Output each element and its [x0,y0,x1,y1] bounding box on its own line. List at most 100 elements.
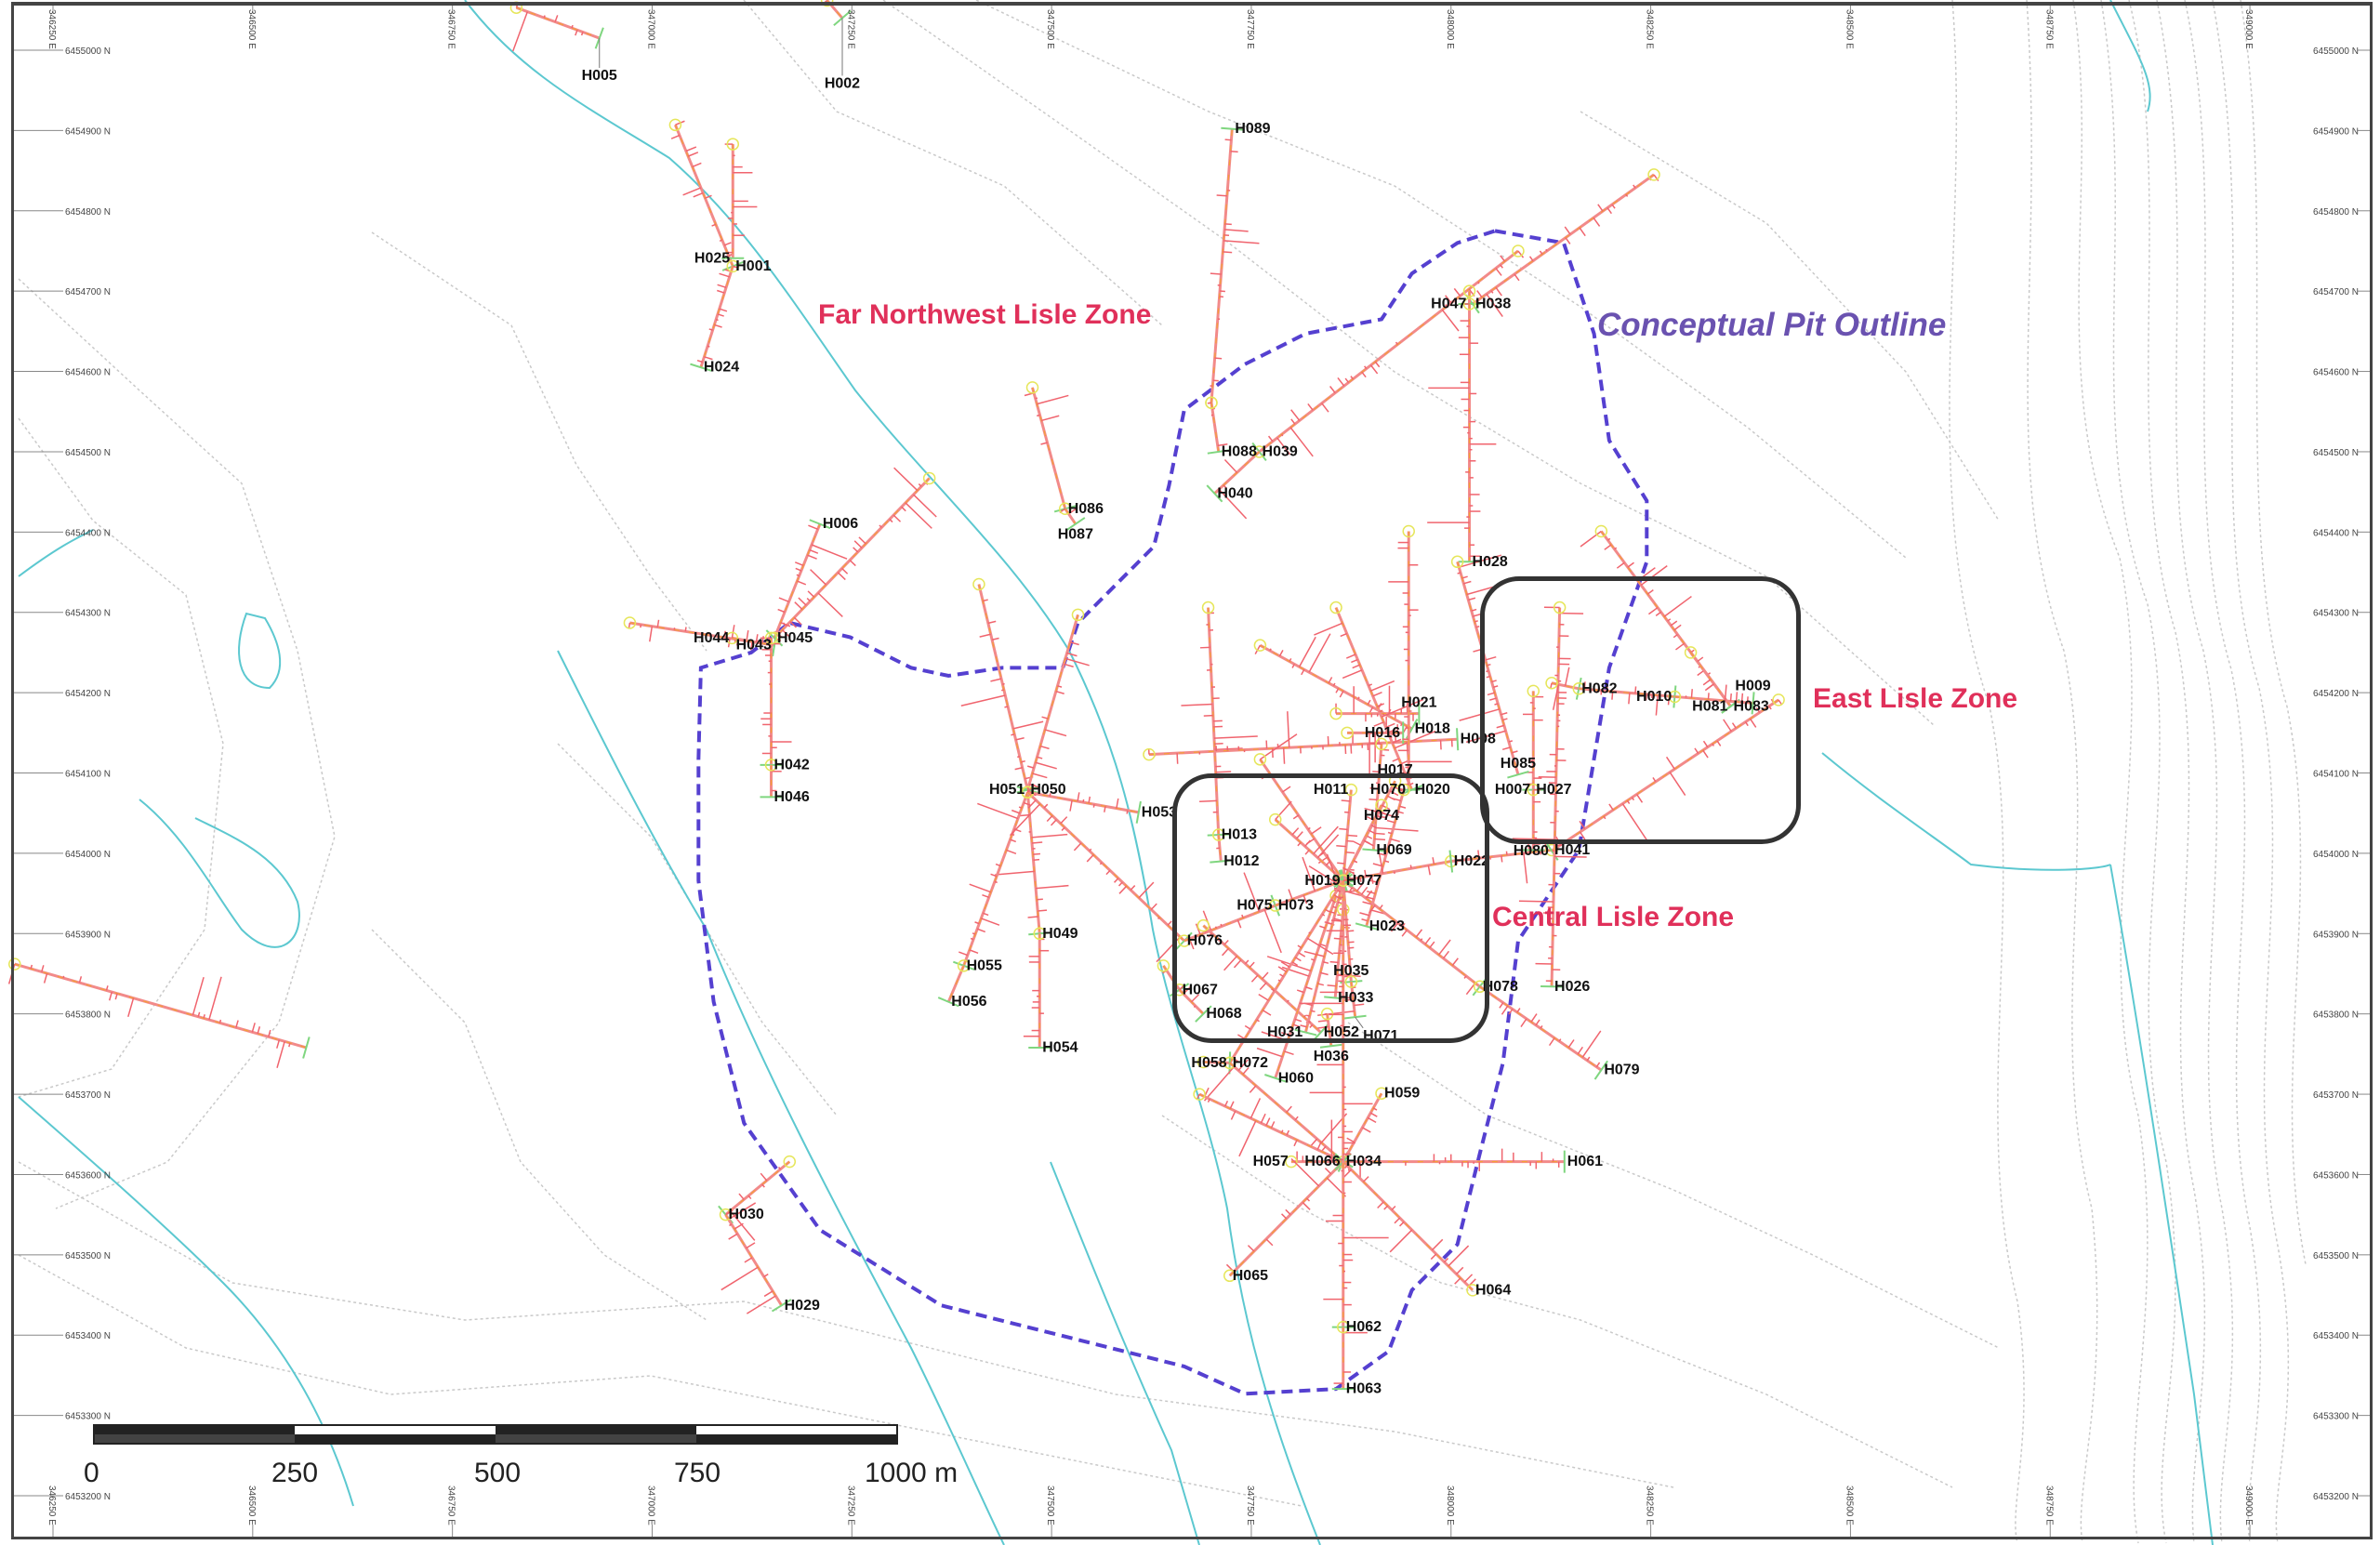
northing-label: 6454800 N [65,207,111,218]
assay-bar [983,912,989,917]
assay-bar [794,561,804,567]
drillhole [1448,839,1558,884]
assay-bar [1694,747,1699,754]
assay-bar [1307,403,1314,411]
assay-bar [1535,1019,1540,1026]
assay-bar [761,636,764,644]
drillhole [1223,1153,1352,1283]
drillhole [1206,445,1266,520]
assay-bar [1564,226,1571,235]
scale-bar-segment [94,1434,295,1444]
assay-bar [1409,782,1414,786]
assay-bar [1012,833,1015,837]
assay-bar [977,802,1019,820]
assay-bar [1465,730,1506,744]
collar-marker [783,1155,797,1169]
drillhole-interval [947,965,965,1002]
assay-bar [1670,620,1678,627]
assay-bar [1468,597,1476,601]
assay-bar [1092,804,1095,808]
assay-bar [1224,223,1232,226]
assay-bar [1011,733,1015,736]
assay-bar [1286,1105,1292,1114]
collar-marker [8,957,21,971]
assay-bar [1333,918,1342,921]
assay-bar [1603,815,1606,820]
assay-bar [1342,866,1349,872]
assay-bar [628,622,631,629]
assay-bar [1037,898,1043,901]
northing-label: 6454900 N [2313,126,2359,137]
drillhole-interval [1229,1062,1344,1163]
end-of-hole-marker [1206,484,1223,503]
drillhole-label: H031 [1267,1024,1302,1040]
collar-marker [1397,783,1410,797]
assay-bar [1343,998,1354,1002]
assay-bar [1451,957,1459,966]
assay-bar [981,918,1000,926]
assay-bar [1517,250,1525,258]
easting-label: 348000 E [1445,9,1455,49]
assay-bar [1367,1116,1377,1124]
assay-bar [1117,881,1123,887]
assay-bar [1667,618,1672,622]
northing-label: 6453500 N [65,1251,111,1261]
assay-bar [1392,758,1399,762]
assay-bar [841,567,849,574]
assay-bar [982,893,989,899]
assay-bar [1749,718,1757,728]
assay-bar [715,318,719,322]
assay-bar [1282,786,1291,793]
assay-bar [1337,901,1342,905]
conceptual-pit-outline [696,229,1649,1396]
collar-marker [1462,297,1476,310]
assay-bar [1716,740,1722,746]
assay-bar [1341,799,1351,802]
assay-bar [1604,544,1612,550]
assay-bar [1340,632,1347,638]
assay-bar [1394,1217,1401,1224]
collar-marker [1201,601,1215,614]
assay-bar [1755,706,1761,713]
drillhole-label: H082 [1581,680,1617,696]
assay-bar [1487,692,1496,696]
assay-bar [1565,237,1571,244]
assay-bar [1064,657,1090,667]
end-of-hole-marker [1210,859,1233,864]
assay-bar [1381,698,1424,718]
assay-bar [1364,807,1397,818]
assay-bar [1740,693,1744,703]
assay-bar [1645,693,1647,701]
assay-bar [1298,636,1316,667]
assay-bar [554,15,559,22]
assay-bar [1317,1019,1329,1023]
assay-bar [1346,654,1356,659]
assay-bar [1309,1023,1314,1028]
northing-label: 6453500 N [2313,1251,2359,1261]
assay-bar [1284,1050,1294,1056]
assay-bar [1346,1137,1355,1143]
end-of-hole-marker [1319,1043,1342,1049]
collar-marker [1572,682,1586,695]
assay-bar [1033,858,1040,861]
drillhole-label: H085 [1501,756,1536,772]
assay-bar [1018,806,1023,809]
assay-bar [1314,622,1343,636]
assay-bar [43,972,48,984]
end-of-hole-marker [1472,977,1488,997]
drillhole-label: H022 [1454,853,1489,869]
assay-bar [1006,849,1017,855]
end-of-hole-marker [1065,517,1086,532]
assay-bar [571,24,574,29]
assay-bar [1369,364,1379,375]
assay-bar [1652,777,1657,783]
assay-bar [1324,921,1333,925]
collar-marker [1329,601,1342,614]
assay-bar [1104,806,1106,812]
assay-bar [901,506,906,512]
drillhole-label: H005 [582,68,617,84]
easting-label: 347750 E [1245,1486,1255,1525]
easting-label: 346500 E [246,1486,257,1525]
assay-bar [192,976,205,1016]
